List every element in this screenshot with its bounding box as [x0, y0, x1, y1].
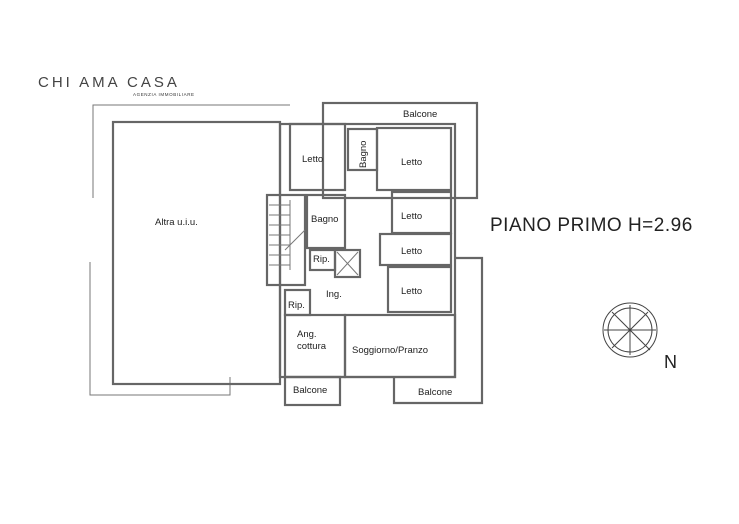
label-letto-2: Letto — [401, 157, 422, 168]
room-letto-2 — [375, 126, 453, 192]
staircase — [265, 193, 307, 287]
label-rip-2: Rip. — [288, 300, 305, 311]
neighbor-outline — [92, 104, 290, 198]
label-bagno: Bagno — [311, 214, 338, 225]
elevator — [333, 248, 362, 279]
label-bagno-small: Bagno — [358, 141, 369, 168]
label-balcone-top: Balcone — [403, 109, 437, 120]
room-bagno — [305, 193, 347, 250]
label-altra: Altra u.i.u. — [155, 217, 198, 228]
label-letto-5: Letto — [401, 286, 422, 297]
label-ang: Ang. — [297, 329, 317, 340]
label-rip-1: Rip. — [313, 254, 330, 265]
label-letto-3: Letto — [401, 211, 422, 222]
label-ing: Ing. — [326, 289, 342, 300]
north-label: N — [664, 352, 677, 372]
label-cottura: cottura — [297, 341, 327, 352]
label-letto-1: Letto — [302, 154, 323, 165]
altra-unit — [111, 120, 282, 386]
label-soggiorno: Soggiorno/Pranzo — [352, 345, 428, 356]
stair-steps — [269, 200, 306, 270]
logo-subtitle: AGENZIA IMMOBILIARE — [133, 92, 195, 97]
plan-title: PIANO PRIMO H=2.96 — [490, 215, 693, 236]
logo: CHI AMA CASA — [38, 74, 180, 91]
label-balcone-bl: Balcone — [293, 385, 327, 396]
room-soggiorno — [343, 313, 457, 379]
room-letto-5 — [386, 265, 453, 314]
neighbor-outline — [89, 262, 231, 396]
room-letto-1 — [288, 122, 347, 192]
label-letto-4: Letto — [401, 246, 422, 257]
compass-icon — [602, 302, 658, 358]
balcone-bottom-right — [392, 256, 484, 405]
balcone-bottom-left — [283, 375, 342, 407]
label-balcone-br: Balcone — [418, 387, 452, 398]
balcone-top — [321, 101, 479, 200]
room-letto-4 — [378, 232, 453, 267]
